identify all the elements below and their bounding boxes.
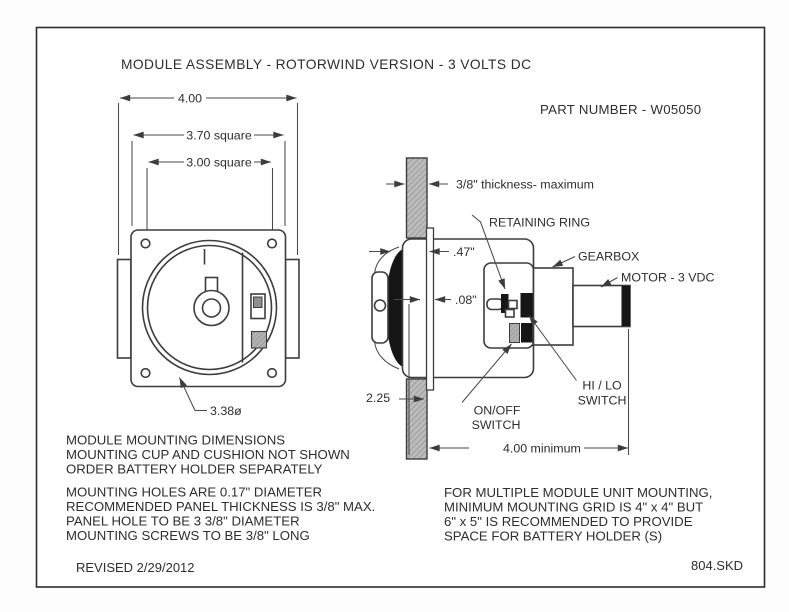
note-line: MODULE MOUNTING DIMENSIONS <box>66 433 285 448</box>
front-dome <box>386 249 403 367</box>
side-dimension-lines <box>369 180 630 455</box>
note-line: FOR MULTIPLE MODULE UNIT MOUNTING, <box>444 485 712 500</box>
part-number: PART NUMBER - W05050 <box>540 102 701 117</box>
right-mounting-tab <box>284 258 300 359</box>
front-view: 4.00 3.70 square 3.00 square <box>116 92 300 418</box>
dim-rear-clearance: 4.00 minimum <box>503 442 581 456</box>
doc-reference: 804.SKD <box>691 558 743 573</box>
flange-plate-edge <box>425 227 435 391</box>
label-motor: MOTOR - 3 VDC <box>621 271 714 285</box>
dial-opening-inner <box>146 244 273 371</box>
bezel-rim-bottom <box>373 340 400 370</box>
front-dimension-lines <box>119 94 297 166</box>
gearbox-body <box>532 267 574 346</box>
drawing-title: MODULE ASSEMBLY - ROTORWIND VERSION - 3 … <box>121 57 531 72</box>
dim-depth-below: 2.25 <box>366 391 390 405</box>
mounting-holes <box>140 238 278 379</box>
label-hi-lo-switch-line2: SWITCH <box>578 394 627 408</box>
front-slide-switch <box>250 293 266 320</box>
motor-end-cap <box>621 286 630 326</box>
bezel-hole <box>373 299 387 312</box>
note-line: MINIMUM MOUNTING GRID IS 4" x 4" BUT <box>444 500 703 515</box>
front-extension-lines <box>117 103 299 255</box>
winding-key <box>193 276 230 327</box>
revision-date: REVISED 2/29/2012 <box>76 560 195 575</box>
note-line: RECOMMENDED PANEL THICKNESS IS 3/8" MAX. <box>66 499 375 514</box>
on-off-switch-body <box>509 323 520 343</box>
switch-block <box>521 323 533 343</box>
note-line: 6" x 5" IS RECOMMENDED TO PROVIDE <box>444 514 693 529</box>
left-mounting-tab <box>116 258 132 359</box>
hi-lo-switch-body <box>520 293 534 318</box>
dim-outer-square: 3.70 square <box>186 129 252 143</box>
dim-front-protrusion: .47" <box>453 245 475 259</box>
label-gearbox: GEARBOX <box>578 250 639 264</box>
note-line: SPACE FOR BATTERY HOLDER (S) <box>444 529 662 544</box>
notes-mounting-dimensions: MODULE MOUNTING DIMENSIONS MOUNTING CUP … <box>66 433 350 477</box>
label-on-off-switch-line2: SWITCH <box>472 418 521 432</box>
label-on-off-switch-line1: ON/OFF <box>474 404 521 418</box>
label-panel-thickness: 3/8" thickness- maximum <box>456 178 594 192</box>
panel-upper <box>405 157 428 239</box>
note-line: PANEL HOLE TO BE 3 3/8" DIAMETER <box>66 514 300 529</box>
motor-body <box>572 284 631 328</box>
dim-dial-diameter: 3.38ø <box>210 404 242 418</box>
note-line: MOUNTING HOLES ARE 0.17" DIAMETER <box>66 485 322 500</box>
dial-opening-outer <box>141 239 278 376</box>
label-hi-lo-switch-line1: HI / LO <box>582 379 622 393</box>
shaft-assembly <box>486 294 518 318</box>
dim-plate-thickness: .08" <box>455 293 477 307</box>
notes-mounting-specs: MOUNTING HOLES ARE 0.17" DIAMETER RECOMM… <box>66 485 375 544</box>
label-retaining-ring: RETAINING RING <box>489 216 590 230</box>
dim-overall-width: 4.00 <box>178 92 202 106</box>
bezel-rim-top <box>373 246 400 275</box>
panel-lower <box>405 378 428 460</box>
note-line: ORDER BATTERY HOLDER SEPARATELY <box>66 462 323 477</box>
dim-inner-square: 3.00 square <box>186 156 252 170</box>
notes-multiple-mounting: FOR MULTIPLE MODULE UNIT MOUNTING, MINIM… <box>444 485 712 544</box>
note-line: MOUNTING CUP AND CUSHION NOT SHOWN <box>66 447 350 462</box>
dial-diameter-leader <box>179 377 207 412</box>
front-onoff-switch <box>250 330 268 349</box>
note-line: MOUNTING SCREWS TO BE 3/8" LONG <box>66 528 310 543</box>
side-view: 3/8" thickness- maximum .47" .08" 2.25 4… <box>366 157 714 460</box>
side-leader-lines <box>461 214 618 403</box>
